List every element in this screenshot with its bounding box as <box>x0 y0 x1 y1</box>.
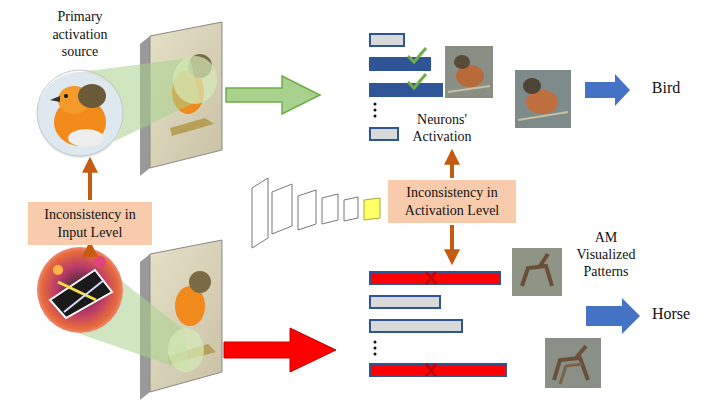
highlight <box>168 328 204 372</box>
flow-arrow <box>224 328 336 372</box>
output-arrow <box>585 74 630 106</box>
concept-box: Inconsistency in Activation Level <box>388 180 516 223</box>
inconsistency-arrow <box>88 160 92 200</box>
class-label: Horse <box>640 304 702 323</box>
output-arrow <box>586 298 640 334</box>
network-sketch <box>252 178 380 248</box>
class-label: Bird <box>636 78 696 97</box>
circle-border <box>37 70 123 156</box>
box-text: Inconsistency in Activation Level <box>392 184 512 219</box>
activation-bars <box>370 272 506 376</box>
flow-arrow <box>226 76 320 114</box>
inconsistency-arrow <box>450 225 454 262</box>
adversarial-patch <box>37 247 123 333</box>
caption-label: Neurons' Activation <box>393 112 491 146</box>
concept-box: Inconsistency in Input Level <box>28 202 152 245</box>
heading-text: Primary activation source <box>35 8 125 61</box>
activation-source: Primary activation source <box>35 8 125 158</box>
bird-image <box>37 72 123 158</box>
caption-label: AM Visualized Patterns <box>568 230 644 280</box>
inconsistency-arrow <box>450 152 454 178</box>
circle-outline <box>35 68 125 158</box>
box-text: Inconsistency in Input Level <box>32 206 148 241</box>
highlight <box>173 56 217 104</box>
